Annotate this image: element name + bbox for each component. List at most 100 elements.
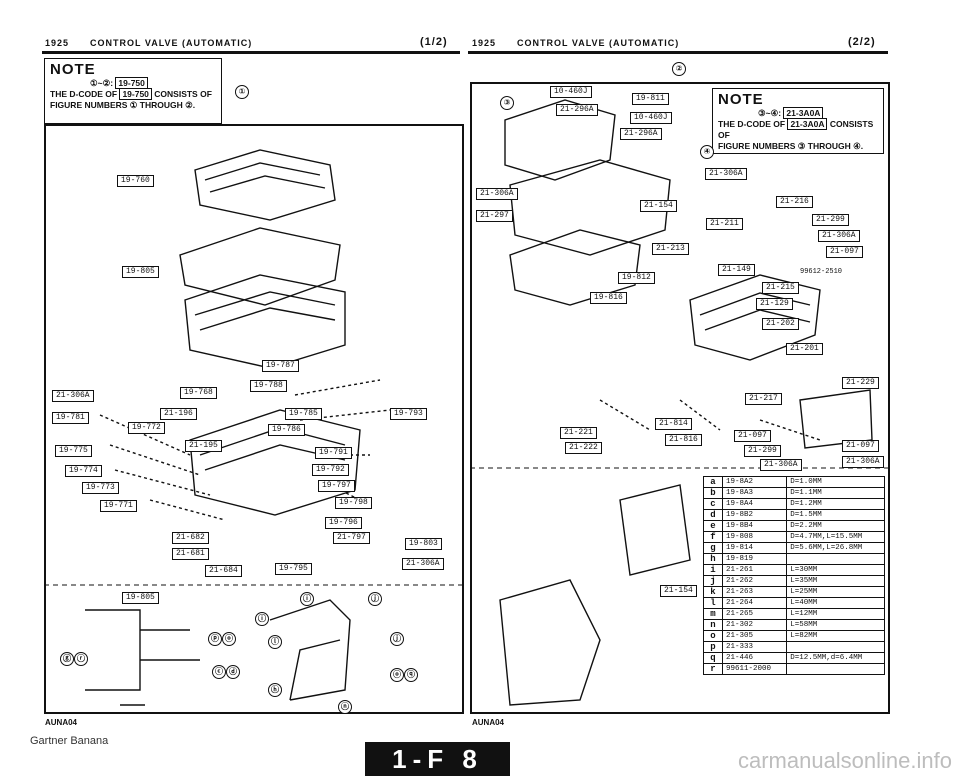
spec-value: D=1.2MM [786,498,885,510]
right-note-line1: THE D-CODE OF 21-3A0A CONSISTS OF [718,118,878,141]
page-number-badge: 1-F 8 [365,742,510,776]
left-header-code: 1925 [45,38,70,48]
left-header: 1925 CONTROL VALVE (AUTOMATIC) [45,38,252,48]
spec-letter: p [703,641,723,653]
left-header-page: (1/2) [420,36,448,48]
right-header-title: CONTROL VALVE (AUTOMATIC) [517,38,680,48]
left-note-line1a: THE D-CODE OF [50,89,118,99]
part-tag: 19-797 [318,480,355,492]
left-header-title: CONTROL VALVE (AUTOMATIC) [90,38,253,48]
spec-letter: r [703,663,723,675]
spec-code: 21-446 [721,652,788,664]
part-tag: 21-306A [52,390,94,402]
spec-code: 21-265 [721,608,788,620]
part-tag: 21-097 [842,440,879,452]
spec-value: D=2.2MM [786,520,885,532]
part-tag: 21-215 [762,282,799,294]
callout-letter: ⓞ [222,632,236,646]
callout-1: ① [235,85,249,99]
spec-letter: c [703,498,723,510]
callout-letter: ⓘ [255,612,269,626]
part-tag: 19-796 [325,517,362,529]
spec-letter: a [703,476,723,488]
part-tag: 21-196 [160,408,197,420]
part-tag: 19-781 [52,412,89,424]
part-tag: 21-149 [718,264,755,276]
left-note-line1b: CONSISTS OF [154,89,212,99]
spec-code: 21-302 [721,619,788,631]
part-tag: 21-202 [762,318,799,330]
callout-2: ② [672,62,686,76]
part-tag: 21-229 [842,377,879,389]
left-footer-code: AUNA04 [45,718,78,727]
callout-letter: ⓙ [390,632,404,646]
part-tag: 21-682 [172,532,209,544]
spec-letter: n [703,619,723,631]
callout-letter: ⓟ [208,632,222,646]
left-note-line1: THE D-CODE OF 19-750 CONSISTS OF [50,88,216,100]
part-tag: 21-195 [185,440,222,452]
part-tag: 21-306A [705,168,747,180]
right-note-line1b: CONSISTS OF [718,119,874,140]
spec-code: 19-8B4 [721,520,788,532]
part-tag: 19-795 [275,563,312,575]
lower-valve-body [184,274,346,369]
right-note-range-text: ③~④: [758,108,782,118]
part-tag: 21-306A [818,230,860,242]
spec-value: D=12.5MM,d=6.4MM [786,652,885,664]
spec-letter: l [703,597,723,609]
left-note-line1-tag: 19-750 [119,88,152,100]
right-header-page: (2/2) [848,36,876,48]
spec-value [786,663,885,675]
spec-value: D=1.5MM [786,509,885,521]
right-note-title: NOTE [718,91,764,108]
callout-letter: ⓒ [212,665,226,679]
spec-value: L=40MM [786,597,885,609]
left-note-line2: FIGURE NUMBERS ① THROUGH ②. [50,100,196,110]
part-tag: 21-129 [756,298,793,310]
watermark: carmanualsonline.info [737,748,952,773]
part-tag: 19-760 [117,175,154,187]
callout-letter: ⓗ [268,683,282,697]
main-control-valve-body [189,409,361,516]
spec-code: 19-8A3 [721,487,788,499]
part-tag: 21-684 [205,565,242,577]
spec-letter: o [703,630,723,642]
part-tag: 19-805 [122,266,159,278]
brand-label: Gartner Banana [30,735,109,747]
spec-letter: m [703,608,723,620]
part-tag: 21-816 [665,434,702,446]
part-tag: 19-768 [180,387,217,399]
spec-value: L=58MM [786,619,885,631]
part-tag: 21-154 [660,585,697,597]
spec-letter: h [703,553,723,565]
spec-letter: b [703,487,723,499]
part-tag: 21-814 [655,418,692,430]
part-tag: 19-773 [82,482,119,494]
part-tag: 19-792 [312,464,349,476]
part-tag: 10-460J [550,86,592,98]
part-tag: 21-201 [786,343,823,355]
part-tag: 21-306A [402,558,444,570]
callout-letter: ⓠ [404,668,418,682]
callout-letter: ⓡ [74,652,88,666]
upper-valve-body [194,149,336,221]
spec-code: 99611-2000 [721,663,788,675]
right-note-line2: FIGURE NUMBERS ③ THROUGH ④. [718,141,864,151]
spec-code: 19-819 [721,553,788,565]
spec-value: D=1.1MM [786,487,885,499]
callout-letter: ⓙ [368,592,382,606]
spec-code: 19-8B2 [721,509,788,521]
